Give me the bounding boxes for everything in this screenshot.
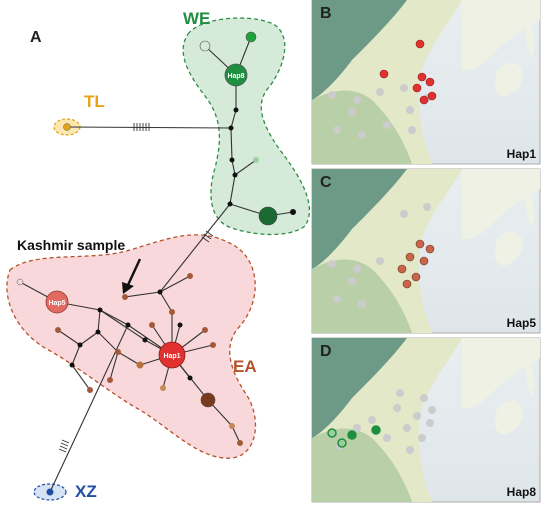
group-label-ea: EA <box>233 357 257 376</box>
node <box>115 349 121 355</box>
hap1-label: Hap1 <box>163 353 180 360</box>
map-label-b: Hap1 <box>507 147 537 161</box>
map-panel-c: C Hap5 <box>311 168 541 334</box>
node <box>237 440 243 446</box>
hap5-node <box>45 290 69 314</box>
kashmir-annotation: Kashmir sample <box>17 237 125 253</box>
we-hull <box>182 17 310 236</box>
kashmir-arrow-head <box>122 282 134 294</box>
node <box>232 172 238 178</box>
hap1-node <box>158 341 186 369</box>
node <box>229 157 235 163</box>
node <box>69 362 75 368</box>
node <box>157 289 163 295</box>
node <box>107 377 113 383</box>
node <box>187 375 193 381</box>
map-panel-b: B Hap1 <box>311 0 541 165</box>
node <box>253 157 259 163</box>
node <box>228 125 234 131</box>
node <box>160 385 166 391</box>
node <box>95 329 101 335</box>
node <box>169 309 175 315</box>
node <box>125 322 131 328</box>
node <box>122 294 128 300</box>
mutation-ticks <box>58 123 214 453</box>
hap5-label: Hap5 <box>48 300 65 307</box>
node <box>290 209 296 215</box>
ea-hull <box>6 234 257 459</box>
group-label-xz: XZ <box>75 482 97 501</box>
panel-letter-a: A <box>30 29 42 46</box>
panel-letter-d: D <box>320 343 332 360</box>
node <box>199 40 211 52</box>
kashmir-arrow-line <box>126 258 142 286</box>
node <box>227 201 233 207</box>
network-nodes <box>16 31 296 496</box>
map-label-c: Hap5 <box>507 316 537 330</box>
node <box>142 337 148 343</box>
node <box>245 31 257 43</box>
group-label-we: WE <box>183 9 210 28</box>
node <box>210 342 216 348</box>
node <box>233 107 239 113</box>
node <box>187 273 193 279</box>
xz-node <box>46 488 54 496</box>
node <box>87 387 93 393</box>
panel-letter-b: B <box>320 5 332 22</box>
hap8-node <box>224 63 248 87</box>
hap8-label: Hap8 <box>227 73 244 80</box>
panel-letter-c: C <box>320 174 332 191</box>
group-label-tl: TL <box>84 92 105 111</box>
tl-node <box>63 123 71 131</box>
map-panel-d: D Hap8 <box>311 337 541 503</box>
node <box>136 361 144 369</box>
node <box>200 392 216 408</box>
network-panel: A <box>6 9 310 501</box>
node <box>149 322 155 328</box>
node <box>229 423 235 429</box>
node <box>16 278 24 286</box>
node <box>177 322 183 328</box>
node <box>97 307 103 313</box>
map-label-d: Hap8 <box>507 485 537 499</box>
node <box>55 327 61 333</box>
node <box>258 206 278 226</box>
node <box>202 327 208 333</box>
node <box>77 342 83 348</box>
